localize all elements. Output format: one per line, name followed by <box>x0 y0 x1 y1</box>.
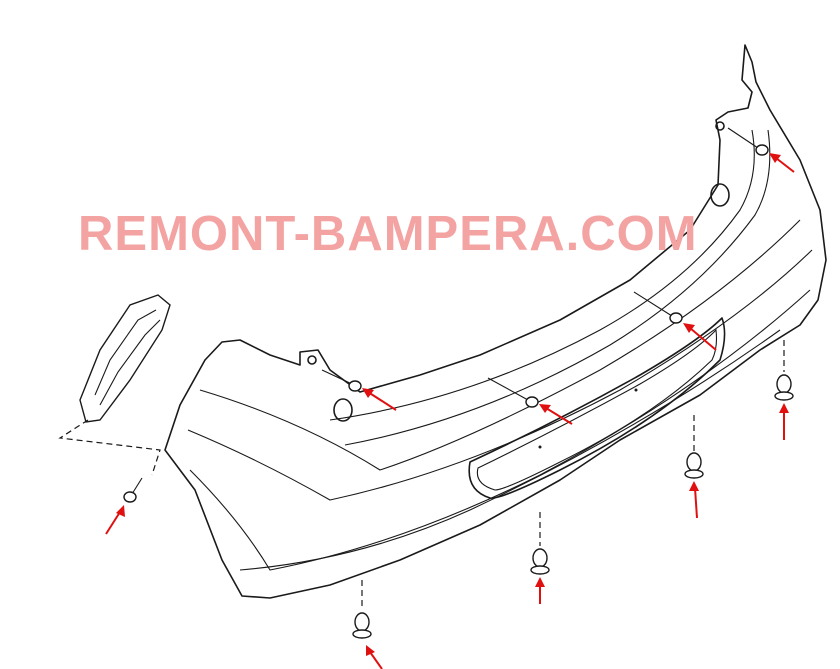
rear-bumper <box>164 44 827 599</box>
clip-1 <box>352 580 372 639</box>
screw-2 <box>487 377 539 408</box>
arrow-screw-3 <box>683 323 717 351</box>
arrow-screw-2 <box>539 404 573 425</box>
screw-3 <box>633 291 683 324</box>
arrow-clip-2 <box>535 577 545 604</box>
clip-2 <box>530 512 550 575</box>
side-bracket <box>58 294 171 476</box>
screw-4 <box>727 127 769 156</box>
clip-4 <box>774 340 794 401</box>
arrow-screw-1 <box>362 388 397 411</box>
arrow-clip-3 <box>689 481 699 519</box>
clip-3 <box>684 415 704 479</box>
arrow-clip-1 <box>366 645 383 669</box>
arrow-clip-4 <box>779 403 789 440</box>
screw-5 <box>123 477 143 503</box>
arrow-screw-4 <box>769 153 795 173</box>
screw-1 <box>321 369 362 392</box>
arrow-screw-5 <box>105 505 125 535</box>
